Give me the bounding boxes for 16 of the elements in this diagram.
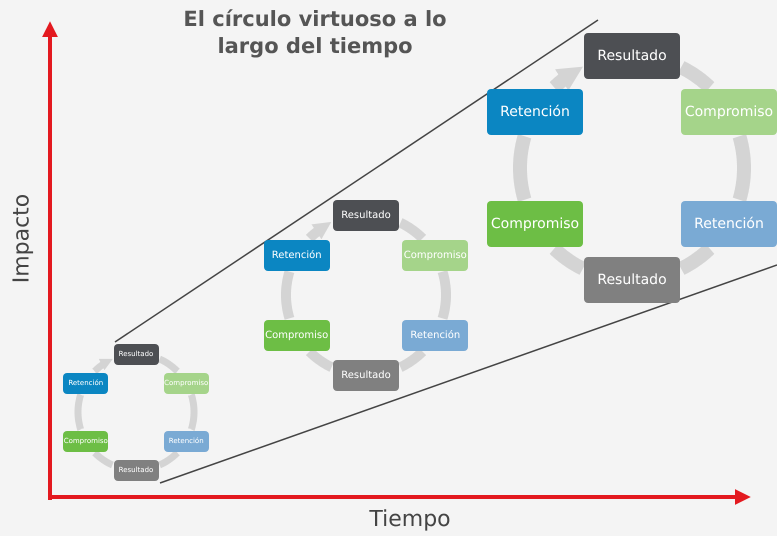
step-box: Compromiso bbox=[487, 201, 583, 247]
cycle-arrow bbox=[92, 358, 113, 374]
step-box: Resultado bbox=[333, 200, 399, 230]
step-box: Resultado bbox=[333, 360, 399, 390]
step-box: Compromiso bbox=[264, 320, 330, 350]
step-box: Retención bbox=[402, 320, 468, 350]
step-box: Resultado bbox=[584, 257, 680, 303]
step-box: Compromiso bbox=[402, 240, 468, 270]
step-box: Retención bbox=[680, 201, 777, 247]
step-box: Resultado bbox=[584, 33, 680, 79]
axis-label: Impacto bbox=[10, 194, 34, 284]
step-box: Compromiso bbox=[680, 89, 777, 135]
step-box: Retención bbox=[487, 89, 583, 135]
chart-title: El círculo virtuoso a lo largo del tiempo bbox=[182, 6, 448, 60]
axis-label: Tiempo bbox=[368, 507, 452, 532]
step-box: Retención bbox=[264, 240, 330, 270]
